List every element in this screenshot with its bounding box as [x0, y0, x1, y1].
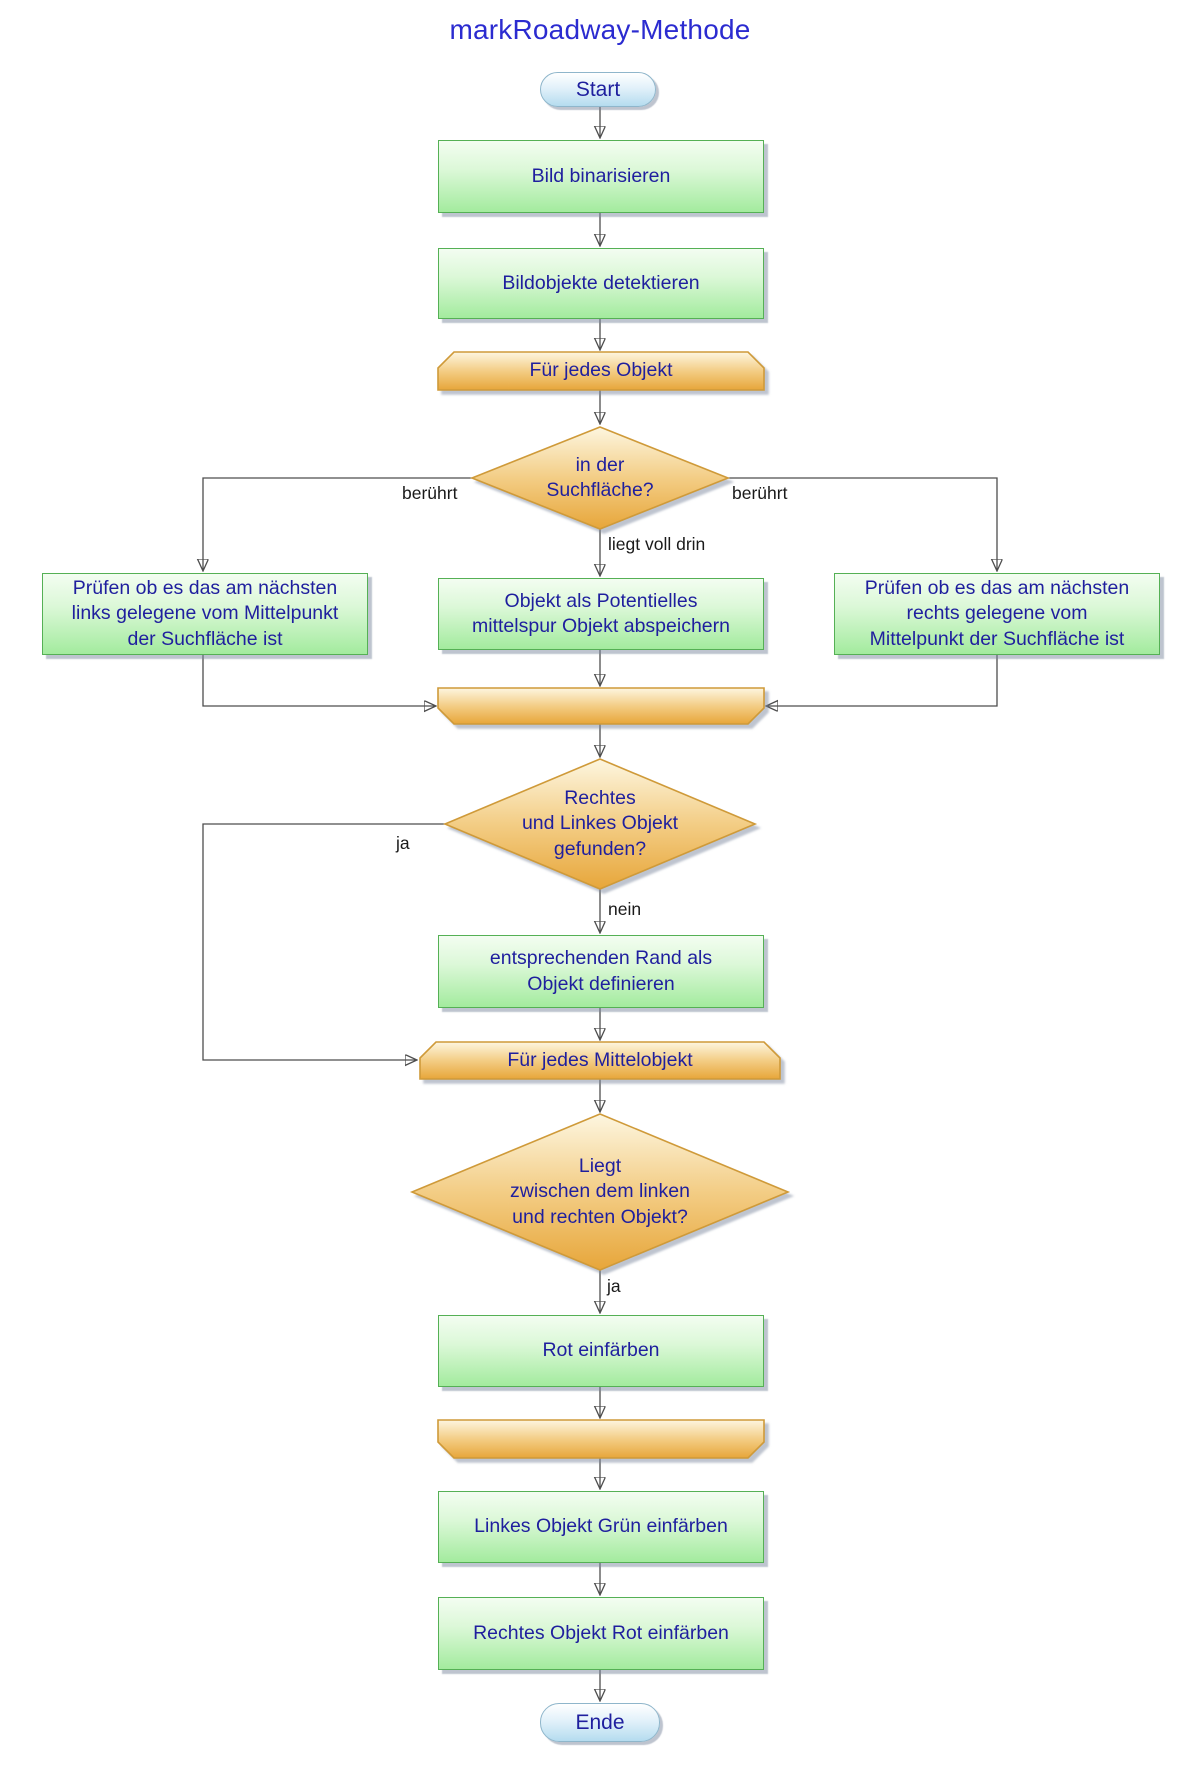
start-label: Start [575, 77, 621, 101]
process-check-right: Prüfen ob es das am nächsten rechts gele… [834, 573, 1160, 655]
process-color-red: Rot einfärben [438, 1315, 764, 1387]
edge-label-nein-found: nein [608, 899, 642, 919]
loop-start-shape [437, 351, 765, 391]
loop-end-each-middle-object [437, 1419, 765, 1459]
decision-between-objects: Liegt zwischen dem linken und rechten Ob… [409, 1113, 791, 1271]
end-label: Ende [575, 1710, 625, 1734]
end-terminal: Ende [540, 1703, 660, 1742]
process-color-left-green-label: Linkes Objekt Grün einfärben [474, 1515, 728, 1538]
process-define-border: entsprechenden Rand als Objekt definiere… [438, 935, 764, 1008]
decision-in-search-area: in der Suchfläche? [469, 426, 731, 530]
loop-end2-shape [437, 1419, 765, 1459]
process-binarize-label: Bild binarisieren [531, 164, 671, 187]
edge-label-liegt-voll-drin: liegt voll drin [608, 534, 706, 554]
loop2-shape [419, 1041, 781, 1080]
process-check-left: Prüfen ob es das am nächsten links geleg… [42, 573, 368, 655]
page-title: markRoadway-Methode [449, 14, 751, 45]
edge-checkright-to-loopend [767, 655, 998, 706]
process-detect: Bildobjekte detektieren [438, 248, 764, 319]
loop-start-each-middle-object: Für jedes Mittelobjekt [419, 1041, 781, 1080]
decision2-shape [442, 758, 758, 890]
edge-decision1-left [203, 477, 472, 570]
loop-end-shape [437, 687, 765, 725]
loop-end-each-object [437, 687, 765, 725]
edge-decision1-right [728, 477, 997, 570]
process-color-right-red: Rechtes Objekt Rot einfärben [438, 1597, 764, 1670]
edge-label-beruehrt-left: berührt [402, 483, 458, 503]
process-save-candidate: Objekt als Potentielles mittelspur Objek… [438, 578, 764, 650]
process-color-right-red-label: Rechtes Objekt Rot einfärben [473, 1621, 729, 1644]
decision3-shape [409, 1113, 791, 1271]
edge-label-ja-between: ja [607, 1276, 621, 1296]
process-color-red-label: Rot einfärben [542, 1339, 660, 1362]
edge-checkleft-to-loopend [202, 655, 435, 706]
edge-label-beruehrt-right: berührt [732, 483, 788, 503]
decision-objects-found: Rechtes und Linkes Objekt gefunden? [442, 758, 758, 890]
start-terminal: Start [540, 72, 656, 107]
process-check-left-label: Prüfen ob es das am nächsten links geleg… [71, 576, 339, 650]
process-save-candidate-label: Objekt als Potentielles mittelspur Objek… [472, 589, 730, 637]
process-detect-label: Bildobjekte detektieren [502, 271, 700, 294]
loop-start-each-object: Für jedes Objekt [437, 351, 765, 391]
process-color-left-green: Linkes Objekt Grün einfärben [438, 1491, 764, 1563]
process-binarize: Bild binarisieren [438, 140, 764, 213]
edge-decision2-ja-to-loop2 [202, 823, 445, 1060]
process-check-right-label: Prüfen ob es das am nächsten rechts gele… [864, 576, 1130, 650]
process-define-border-label: entsprechenden Rand als Objekt definiere… [489, 947, 713, 995]
edge-label-ja-found: ja [396, 833, 410, 853]
decision1-shape [469, 426, 731, 530]
